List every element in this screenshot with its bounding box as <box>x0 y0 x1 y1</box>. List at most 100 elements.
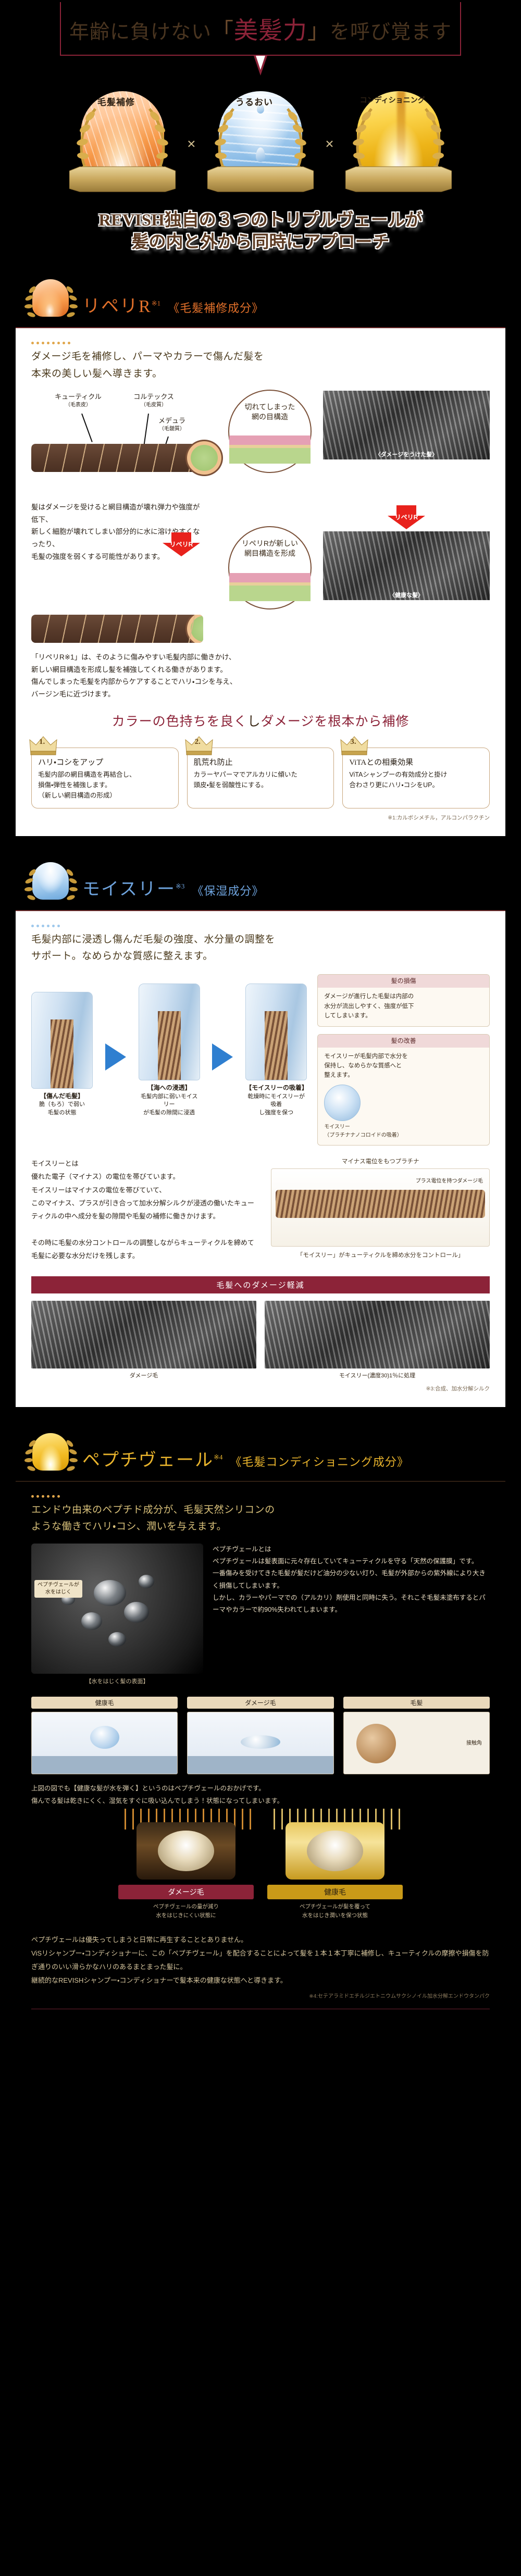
section-repeli-header: リペリR※1 《毛髪補修成分》 <box>16 277 505 327</box>
benefit-text: カラーヤパーマでアルカリに傾いた 頭皮・髪を弱酸性にする。 <box>193 770 297 789</box>
benefit-box: 1. ハリ・コシをアップ 毛髪内部の網目構造を再結合し、 損傷・弾性を補強します… <box>29 736 179 808</box>
benefit-title: ハリ・コシをアップ <box>38 758 104 767</box>
red-arrow-down-1: リペリR <box>163 532 200 557</box>
laurel-wreath-icon <box>24 869 78 900</box>
repeli-benefit-boxes: 1. ハリ・コシをアップ 毛髪内部の網目構造を再結合し、 損傷・弾性を補強します… <box>29 736 490 808</box>
hero-line-post: を呼び覚ます <box>330 21 452 43</box>
laurel-wreath-icon <box>24 287 78 318</box>
pepti-emblem-icon <box>20 1431 82 1481</box>
page-title: 年齢に負けない「美髪力」を呼び覚ます <box>69 11 452 46</box>
dark-jar-image <box>137 1822 235 1880</box>
repeli-footnote: ※1:カルボシメチル，アルコンパラクチン <box>388 814 490 821</box>
label-cortex: コルテックス （毛皮質） <box>133 393 174 408</box>
hero-title-box: 年齢に負けない「美髪力」を呼び覚ます <box>60 2 461 56</box>
moisly-body-text: モイスリーとは 優れた電子（マイナス）の電位を帯びています。 モイスリーはマイナ… <box>31 1159 254 1260</box>
moisly-figure-row: 【傷んだ毛髪】 脆（もろ）で弱い 毛髪の状態 【海への浸透】 毛髪内部に弱いモイ… <box>31 974 490 1146</box>
pepti-footnote: ※4:セテアラミドエチルジエトニウムサクシノイル加水分解エンドウタンパク <box>309 1994 490 2000</box>
sem-image-healthy: 〈健康な髪〉 <box>323 531 490 601</box>
badge-label: うるおい <box>235 97 273 107</box>
main-headline-line2: 髪の内と外から同時にアプローチ <box>131 233 390 252</box>
jar-damaged: ダメージ毛 ペプチヴェールの量が減り 水をはじきにくい状態に <box>118 1808 254 1920</box>
pepti-card: エンドウ由来のペプチド成分が、毛髪天然シリコンの ような働きでハリ・コシ、潤いを… <box>16 1480 505 2024</box>
ribbon-banner <box>207 166 314 192</box>
band-mid: し <box>247 714 261 729</box>
badge-moisture: うるおい <box>201 88 320 200</box>
water-beading-image <box>31 1544 203 1674</box>
section-moisly-header: モイスリー※3《保湿成分》 <box>16 860 505 910</box>
section-title-text: ペプチヴェール <box>82 1450 214 1470</box>
flame-dome-icon <box>80 91 164 177</box>
section-title-tag: 《保湿成分》 <box>192 884 264 898</box>
crown-icon <box>29 736 57 755</box>
laurel-wreath-icon <box>24 1440 78 1471</box>
benefit-text: ViTAシャンプーの有効成分と掛け 合わさり更にハリ・コシをUP。 <box>349 770 448 789</box>
gold-oil-dome-icon <box>357 91 441 177</box>
ribbon-banner <box>69 166 176 192</box>
hero-line-pre: 年齢に負けない <box>69 21 212 43</box>
hero-section: 年齢に負けない「美髪力」を呼び覚ます <box>0 0 521 76</box>
triple-badge-row: 毛髪補修 × <box>0 88 521 200</box>
repeli-lead-text: ダメージ毛を補修し、パーマやカラーで傷んだ髪を 本来の美しい髪へ導きます。 <box>31 351 264 379</box>
pepti-note-text: ペプチヴェールとは ペプチヴェールは髪表面に元々存在していてキューティクルを守る… <box>213 1546 486 1613</box>
section-pepti: ペプチヴェール※4《毛髪コンディショニング成分》 エンドウ由来のペプチド成分が、… <box>16 1431 505 2024</box>
figure-platinum-charge: プラス電位を持つダメージ毛 <box>271 1168 490 1247</box>
dot-decoration <box>31 342 490 345</box>
section-repeli-title: リペリR※1 《毛髪補修成分》 <box>16 277 505 317</box>
moisly-damage-band: 毛髪へのダメージ軽減 <box>31 1276 490 1293</box>
damaged-hair-tube <box>31 444 203 472</box>
callout-damaged-mesh: 切れてしまった 網の目構造 <box>228 390 312 474</box>
section-title-tag: 《毛髪補修成分》 <box>168 302 264 315</box>
gold-jar-image <box>286 1822 384 1880</box>
benefit-number: 3. <box>350 737 356 746</box>
jar-sub: ペプチヴェールの量が減り 水をはじきにくい状態に <box>153 1903 219 1919</box>
hair-cross-section-cap <box>185 440 223 477</box>
repaired-hair-tube <box>31 615 203 643</box>
badge-separator-0: × <box>187 135 196 153</box>
badge-conditioning: コンディショニング <box>339 88 458 200</box>
section-title-text: モイスリー <box>82 879 176 899</box>
sem-image-damaged: 〈ダメージをうけた髪〉 <box>323 391 490 460</box>
repeli-highlight-band: カラーの色持ちを良くしダメージを根本から補修 <box>31 711 490 730</box>
band-left: カラーの色持ちを良く <box>111 714 247 729</box>
hero-down-arrow-icon <box>254 56 267 76</box>
badge-hair-repair: 毛髪補修 <box>63 88 182 200</box>
pepti-mid-text: 上図の図でも【健康な髪が水を弾く】というのはペプチヴェールのおかげです。 傷んで… <box>31 1785 284 1805</box>
ribbon-banner <box>345 166 452 192</box>
jar-label: ダメージ毛 <box>118 1884 254 1899</box>
cylinder-penetration: 【海への浸透】 毛髪内部に弱いモイスリー が毛髪の隙間に浸透 <box>138 984 200 1117</box>
repeli-card: ダメージ毛を補修し、パーマやカラーで傷んだ髪を 本来の美しい髪へ導きます。 キュ… <box>16 327 505 836</box>
moisly-cylinder-group: 【傷んだ毛髪】 脆（もろ）で弱い 毛髪の状態 【海への浸透】 毛髪内部に弱いモイ… <box>31 974 308 1146</box>
repeli-repair-text: 「リペリR※1」は、そのように傷みやすい毛髪内部に働きかけ、 新しい網目構造を形… <box>31 653 237 698</box>
moisly-side-panels: 髪の損傷 ダメージが進行した毛髪は内部の 水分が流出しやすく、強度が低下 してし… <box>317 974 490 1146</box>
hair-card-damaged: ダメージ毛 <box>187 1697 334 1775</box>
section-repeli: リペリR※1《毛髪補修成分》 ダメージ毛を補修し、パーマやカラーで傷んだ髪を 本… <box>16 277 505 836</box>
section-title-superscript: ※1 <box>151 300 161 308</box>
moisly-card: 毛髪内部に浸透し傷んだ毛髪の強度、水分量の調整を サポート。なめらかな質感に整え… <box>16 910 505 1407</box>
jar-sub: ペプチヴェールが髪を覆って 水をはじき潤いを保つ状態 <box>300 1903 370 1919</box>
cylinder-damaged: 【傷んだ毛髪】 脆（もろ）で弱い 毛髪の状態 <box>31 992 93 1117</box>
benefit-title: ViTAとの相乗効果 <box>349 758 414 767</box>
section-title-text: リペリR <box>82 297 152 317</box>
hero-accent-word: 美髪力 <box>234 17 307 44</box>
section-moisly-title: モイスリー※3《保湿成分》 <box>16 860 505 900</box>
landing-page: 年齢に負けない「美髪力」を呼び覚ます <box>0 0 521 2024</box>
benefit-number: 2. <box>194 737 201 746</box>
water-drop-dome-icon <box>219 91 302 177</box>
badge-label: コンディショニング <box>359 97 425 105</box>
repeli-emblem-icon <box>20 277 82 327</box>
moisly-charge-figure: マイナス電位をもつプラチナ プラス電位を持つダメージ毛 「モイスリー」がキューテ… <box>271 1157 490 1263</box>
repeli-transition-row: 髪はダメージを受けると網目構造が壊れ弾力や強度が低下、 新しく細胞が壊れてしまい… <box>31 501 490 610</box>
platinum-particle-icon <box>324 1084 361 1121</box>
pepti-tag-label: ペプチヴェールが 水をはじく <box>34 1580 82 1598</box>
section-title-tag: 《毛髪コンディショニング成分》 <box>230 1455 409 1469</box>
pepti-tail-text: ペプチヴェールは優失ってしまうと日常に再生することとありません。 ViSリシャン… <box>31 1936 489 1985</box>
moisly-sem-comparison: ダメージ毛 モイスリー(濃度30)1％に処理 <box>31 1300 490 1379</box>
hair-structure-diagram: キューティクル （毛表皮） コルテックス （毛皮質） メデュラ （毛髄質） <box>31 390 490 499</box>
benefit-title: 肌荒れ防止 <box>193 758 233 767</box>
dot-decoration <box>31 924 490 927</box>
hair-card-healthy: 健康毛 <box>31 1697 178 1775</box>
label-cuticle: キューティクル （毛表皮） <box>55 393 102 408</box>
moisly-explanation-row: モイスリーとは 優れた電子（マイナス）の電位を帯びています。 モイスリーはマイナ… <box>31 1157 490 1263</box>
hair-cross-section-diagram: 接触角 <box>343 1712 490 1775</box>
blue-arrow-1 <box>105 1043 126 1071</box>
